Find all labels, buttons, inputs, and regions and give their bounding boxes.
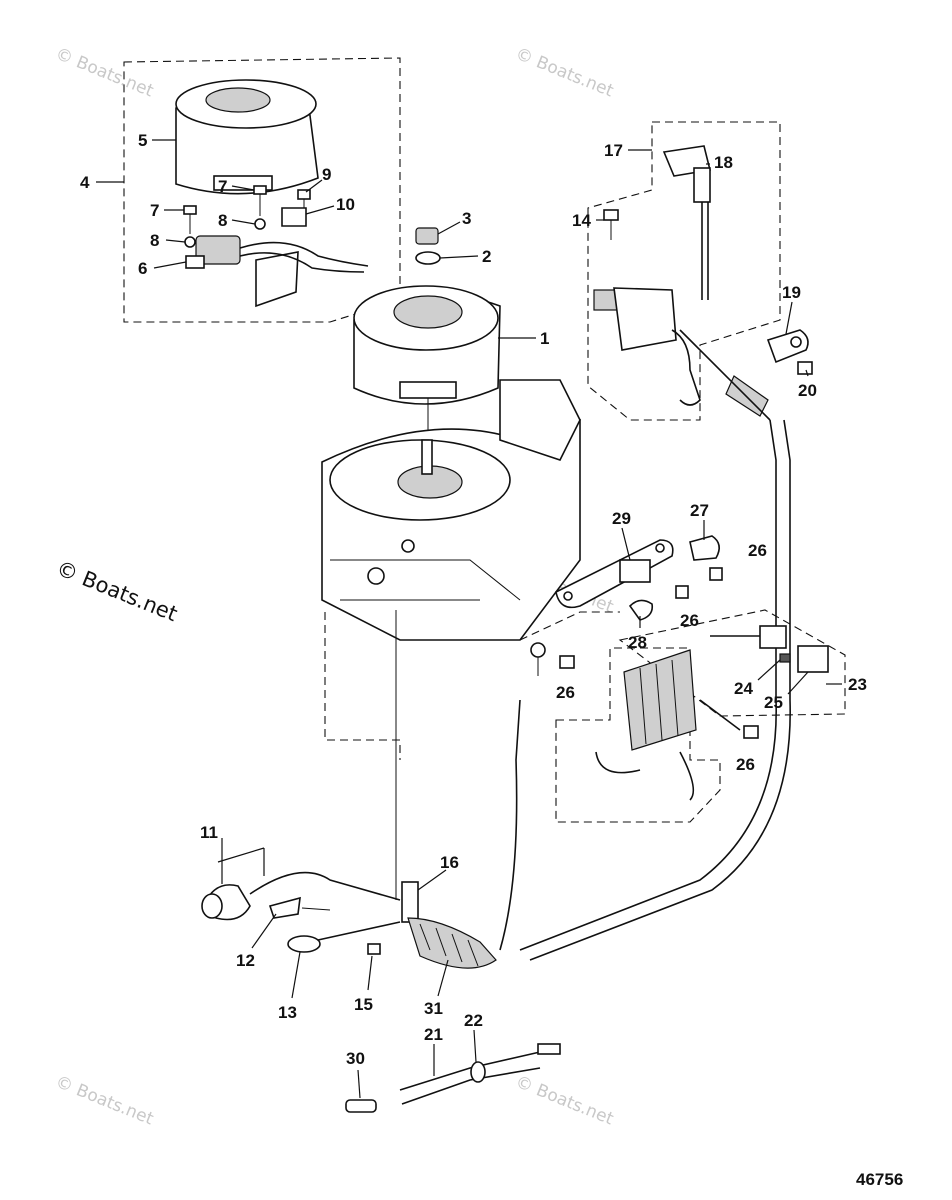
ground-terminal xyxy=(530,642,546,676)
connector-24 xyxy=(759,625,787,649)
callout-1: 1 xyxy=(540,329,549,348)
callout-3: 3 xyxy=(462,209,471,228)
callout-7-upper: 7 xyxy=(218,177,227,196)
screw-9 xyxy=(297,189,311,208)
callout-4: 4 xyxy=(80,173,90,192)
powerhead-block xyxy=(321,379,581,641)
callout-26-top: 26 xyxy=(748,541,767,560)
rectifier-regulator xyxy=(595,649,741,801)
screw-20 xyxy=(797,361,813,375)
harness-up-lead xyxy=(499,699,521,951)
harness-main xyxy=(519,419,777,951)
callout-27: 27 xyxy=(690,501,709,520)
callout-12: 12 xyxy=(236,951,255,970)
screw-26-upper-b xyxy=(709,567,723,581)
callout-18: 18 xyxy=(714,153,733,172)
clamp-10 xyxy=(281,207,307,227)
clamp-19 xyxy=(766,329,809,364)
stator-cover-5 xyxy=(175,79,319,195)
callout-31: 31 xyxy=(424,999,443,1018)
callout-8-left: 8 xyxy=(150,231,159,250)
callout-26-ground: 26 xyxy=(556,683,575,702)
screw-7-left xyxy=(183,205,197,234)
callout-9: 9 xyxy=(322,165,331,184)
screw-14 xyxy=(603,209,619,240)
harness-coil-lead xyxy=(679,329,771,421)
spark-plug-cap-18 xyxy=(662,145,711,300)
guide-line-left xyxy=(324,612,401,760)
clamp-27 xyxy=(689,535,720,561)
lanyard-clip-12 xyxy=(268,896,331,919)
harness-second xyxy=(529,419,791,961)
harness-sleeve-31 xyxy=(407,917,497,969)
callout-10: 10 xyxy=(336,195,355,214)
callout-21: 21 xyxy=(424,1025,443,1044)
screw-26-mid xyxy=(559,655,575,669)
washer-8-left xyxy=(184,236,196,248)
callout-8-upper: 8 xyxy=(218,211,227,230)
callout-28: 28 xyxy=(628,633,647,652)
screw-15 xyxy=(367,943,381,955)
washer-8-upper xyxy=(254,218,266,230)
ignition-coil xyxy=(593,287,701,406)
callout-7-left: 7 xyxy=(150,201,159,220)
callout-6: 6 xyxy=(138,259,147,278)
callout-29: 29 xyxy=(612,509,631,528)
clamp-28 xyxy=(628,599,654,621)
clip-13 xyxy=(287,921,401,953)
callout-14: 14 xyxy=(572,211,591,230)
screw-7-upper xyxy=(253,185,267,216)
callout-2: 2 xyxy=(482,247,491,266)
callout-25: 25 xyxy=(764,693,783,712)
terminal-small-24 xyxy=(779,653,791,663)
bracket-29 xyxy=(555,539,674,609)
group-box-regulator xyxy=(555,647,721,823)
callout-20: 20 xyxy=(798,381,817,400)
guide-line-mid xyxy=(519,611,620,641)
callout-23: 23 xyxy=(848,675,867,694)
callout-17: 17 xyxy=(604,141,623,160)
callout-30: 30 xyxy=(346,1049,365,1068)
callout-13: 13 xyxy=(278,1003,297,1022)
nut-3 xyxy=(415,227,439,245)
screw-26-lower xyxy=(743,725,759,739)
callout-11: 11 xyxy=(200,823,218,842)
callout-24: 24 xyxy=(734,679,753,698)
terminal-30 xyxy=(345,1099,377,1113)
connector-25 xyxy=(797,645,829,673)
trigger-coil-6 xyxy=(185,235,369,308)
figure-number: 46756 xyxy=(856,1170,904,1189)
callout-22: 22 xyxy=(464,1011,483,1030)
group-box-17 xyxy=(587,121,781,421)
callout-19: 19 xyxy=(782,283,801,302)
callout-26-bracket: 26 xyxy=(680,611,699,630)
stop-switch-11 xyxy=(201,871,401,921)
callout-15: 15 xyxy=(354,995,373,1014)
flywheel-1 xyxy=(353,285,501,405)
callout-16: 16 xyxy=(440,853,459,872)
clamp-16 xyxy=(401,881,419,923)
callout-5: 5 xyxy=(138,131,147,150)
callout-26-regulator: 26 xyxy=(736,755,755,774)
screw-26-upper-a xyxy=(675,585,689,599)
wire-lead-21-22 xyxy=(399,1043,561,1105)
washer-2 xyxy=(415,251,441,265)
